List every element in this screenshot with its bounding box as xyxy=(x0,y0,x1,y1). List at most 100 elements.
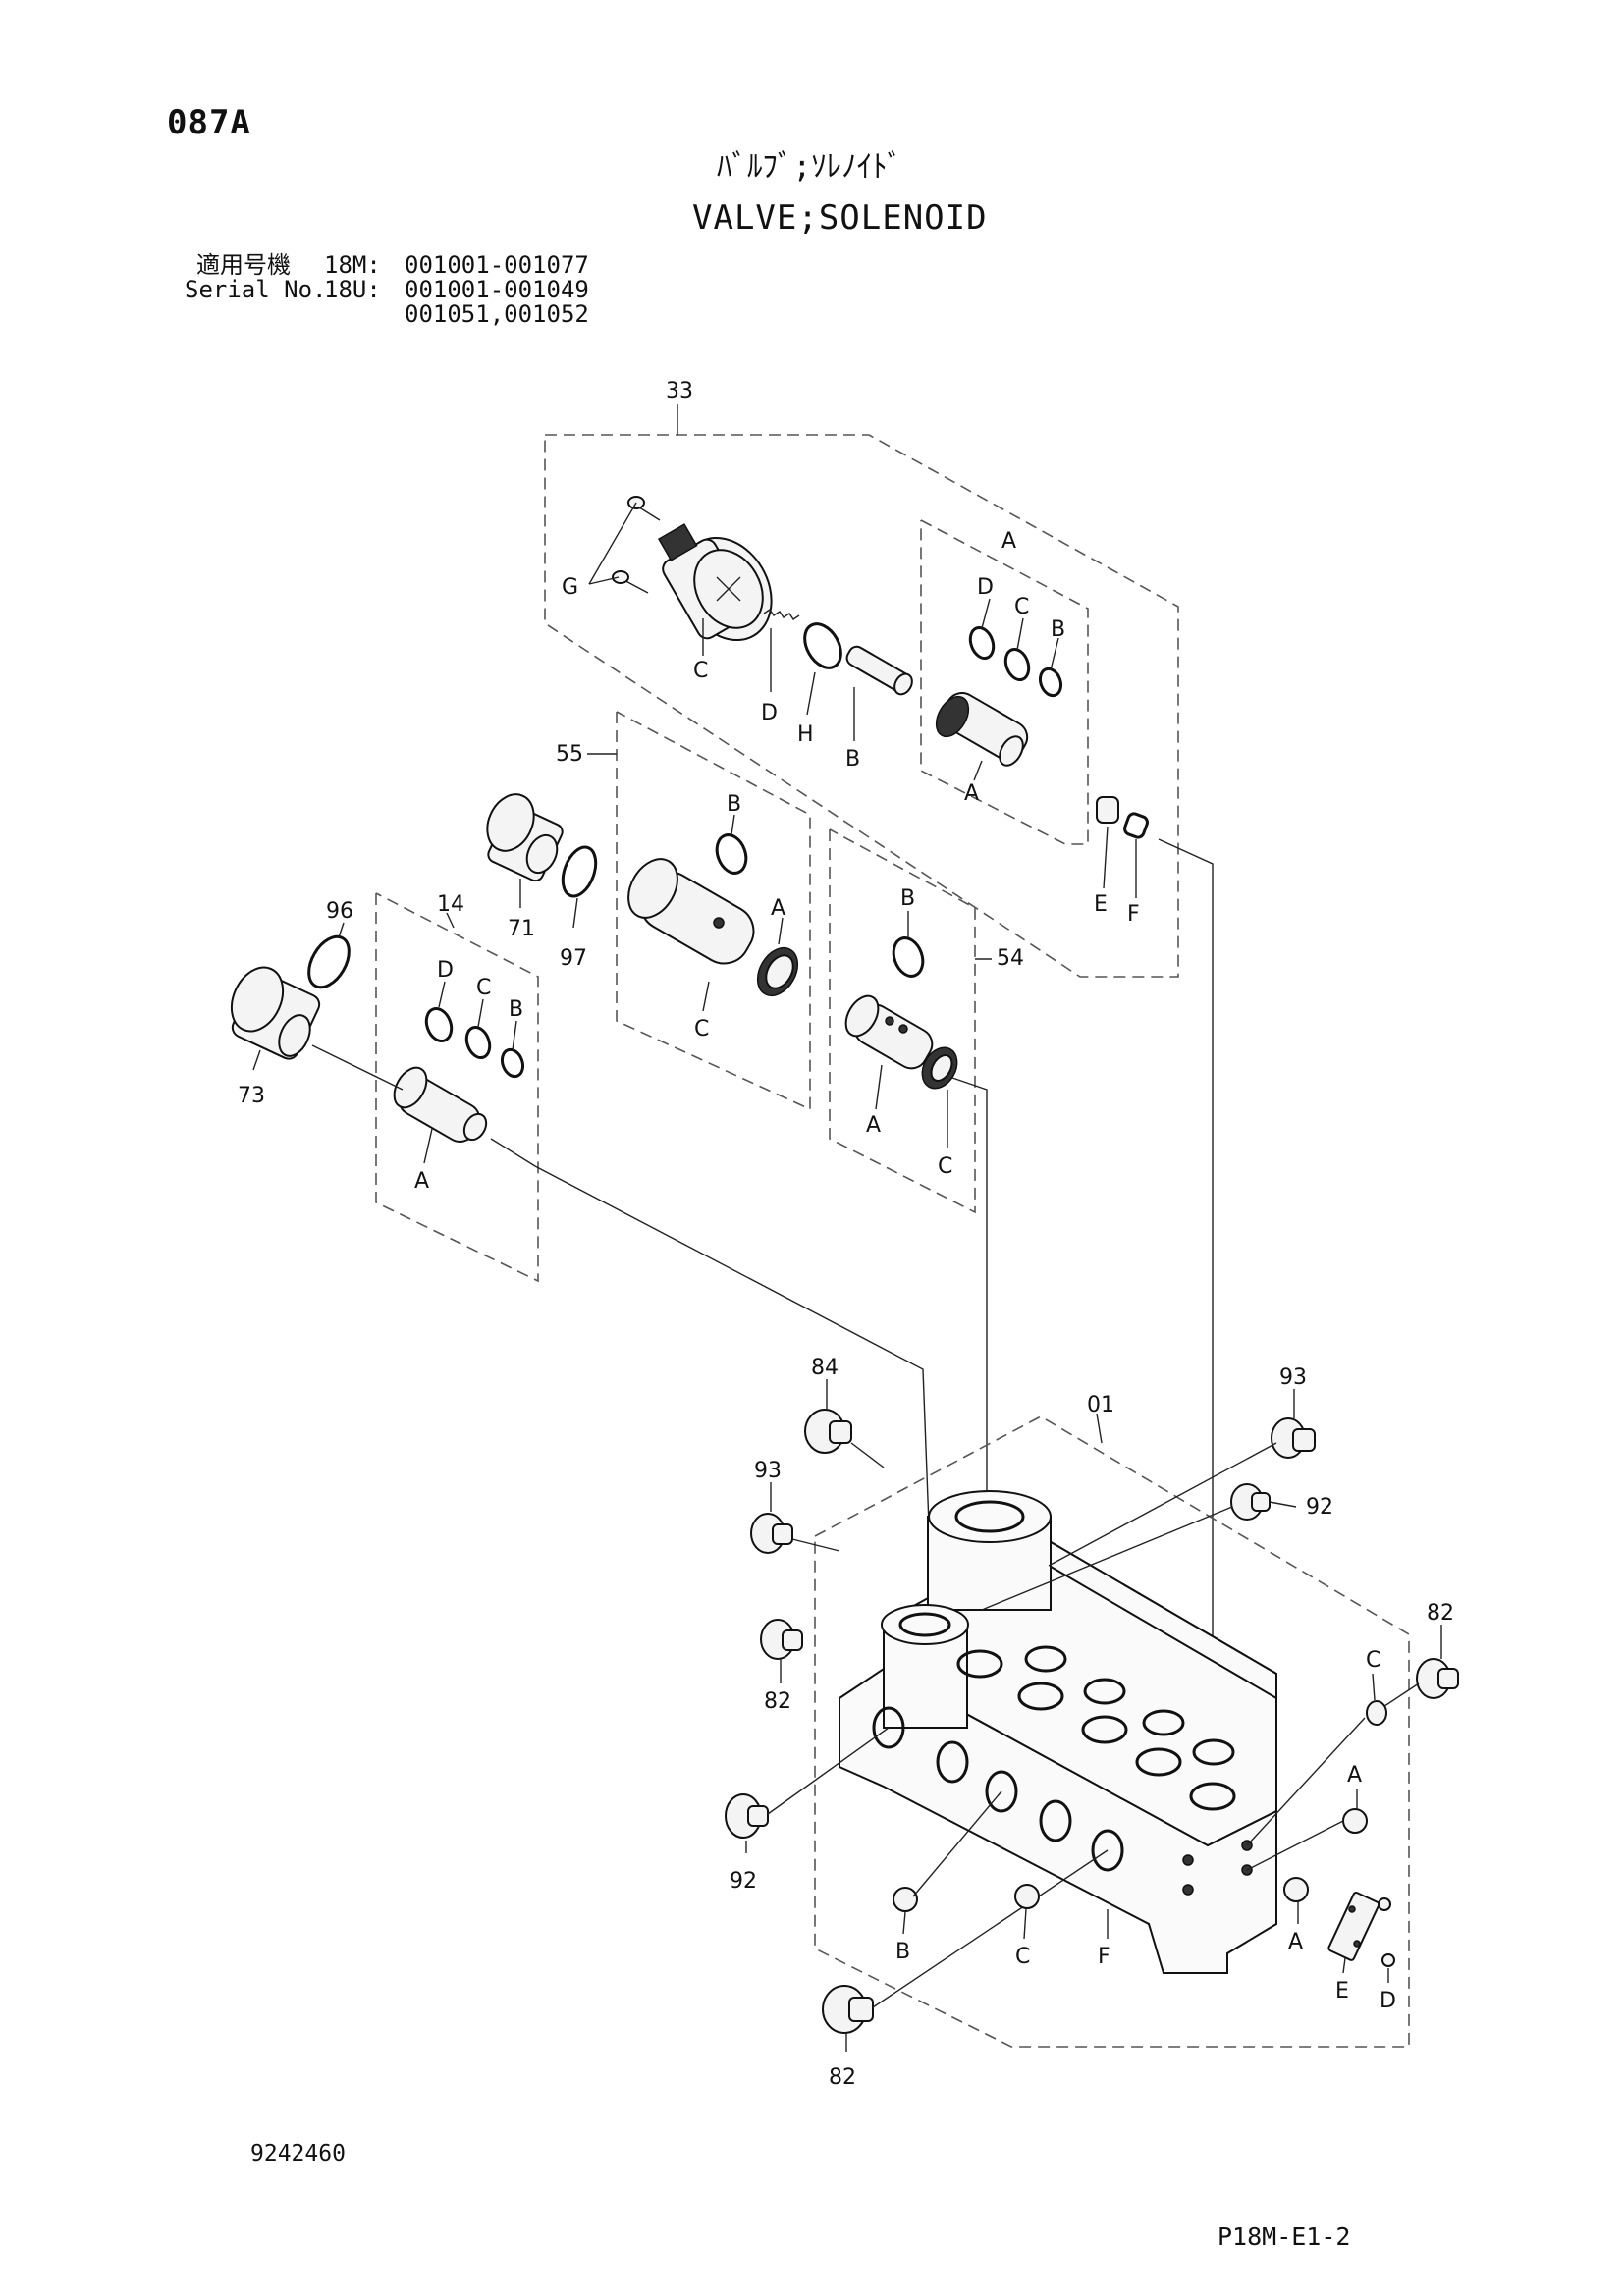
plate-e xyxy=(1327,1892,1380,1961)
oring-d-a xyxy=(968,626,996,660)
callout-c-a: C xyxy=(1014,595,1029,619)
callout-a-a: A xyxy=(964,781,979,806)
callout-93-right: 93 xyxy=(1279,1365,1307,1390)
callout-c-body: C xyxy=(1366,1648,1380,1673)
plug-73 xyxy=(230,966,321,1060)
callout-96: 96 xyxy=(326,899,353,924)
callout-c-solenoid: C xyxy=(693,659,708,683)
group-33-outline xyxy=(544,434,1179,978)
callout-c-14: C xyxy=(476,976,491,1000)
callout-d-spring: D xyxy=(761,701,778,725)
plug-b-body xyxy=(893,1887,918,1912)
plug-92-right xyxy=(1230,1483,1271,1521)
ring-c-54 xyxy=(921,1046,958,1090)
callout-54: 54 xyxy=(997,946,1024,971)
plug-82-bottom xyxy=(822,1985,874,2034)
callout-84: 84 xyxy=(811,1356,839,1380)
callout-92-left: 92 xyxy=(730,1869,757,1894)
serial-label-japanese: 適用号機 xyxy=(196,251,291,279)
callout-b-55: B xyxy=(727,792,741,817)
oring-d-14 xyxy=(424,1007,454,1042)
plug-93-left xyxy=(750,1513,793,1554)
sleeve-a xyxy=(935,692,1029,767)
callout-d-body: D xyxy=(1380,1989,1396,2013)
sleeve-a-54 xyxy=(844,994,934,1070)
serial-range-18u-extra: 001051,001052 xyxy=(405,300,589,328)
serial-model-18u: 18U: xyxy=(324,276,381,303)
callout-82-right: 82 xyxy=(1427,1601,1454,1626)
serial-label-english: Serial No. xyxy=(185,276,327,303)
callout-82-bottom: 82 xyxy=(829,2065,856,2090)
title-english: VALVE;SOLENOID xyxy=(692,198,988,238)
oring-c-a xyxy=(1003,648,1031,681)
group-55-outline xyxy=(616,711,811,1111)
callout-g: G xyxy=(562,575,578,600)
callout-f-top: F xyxy=(1127,902,1140,927)
bolts-g xyxy=(612,496,661,594)
callout-b-54: B xyxy=(900,886,915,911)
callout-d-a: D xyxy=(977,575,994,600)
callout-01: 01 xyxy=(1087,1393,1114,1417)
callout-73: 73 xyxy=(238,1084,265,1108)
oring-96 xyxy=(307,934,351,989)
group-a-outline xyxy=(920,519,1089,845)
callout-14: 14 xyxy=(437,892,464,917)
sleeve-a-14 xyxy=(393,1066,488,1143)
group-54-outline xyxy=(829,828,976,1214)
page-reference: P18M-E1-2 xyxy=(1218,2222,1351,2251)
group-14-outline xyxy=(375,892,539,1283)
callout-97: 97 xyxy=(560,946,587,971)
callout-71: 71 xyxy=(508,917,535,941)
oring-b-54 xyxy=(892,936,925,978)
plug-82-left xyxy=(760,1619,803,1660)
callout-a-54: A xyxy=(866,1113,881,1138)
callout-55: 55 xyxy=(556,742,583,767)
callout-h: H xyxy=(797,722,814,747)
callout-c-body-lower: C xyxy=(1015,1945,1030,1969)
solenoid-coil xyxy=(657,523,773,642)
callout-a-body-upper: A xyxy=(1347,1763,1362,1788)
oring-b-55 xyxy=(715,833,748,875)
callout-82-left: 82 xyxy=(764,1689,791,1714)
oring-97 xyxy=(561,845,598,898)
plug-e xyxy=(1096,796,1119,824)
callout-33: 33 xyxy=(666,379,693,403)
plug-c-right xyxy=(1366,1700,1387,1726)
serial-model-18m: 18M: xyxy=(324,251,381,279)
screw-d-lower xyxy=(1381,1953,1395,1967)
callout-a-box: A xyxy=(1001,529,1016,554)
page-code: 087A xyxy=(167,103,251,142)
callout-a-55: A xyxy=(771,896,785,921)
plug-84 xyxy=(804,1409,852,1454)
callout-92-right: 92 xyxy=(1306,1495,1333,1520)
filter-a-55 xyxy=(756,947,799,996)
leader-33-to-body xyxy=(1158,838,1214,1747)
oring-h xyxy=(803,622,842,669)
plug-82-right xyxy=(1416,1658,1459,1699)
oring-b-a xyxy=(1038,667,1063,698)
callout-c-54: C xyxy=(938,1154,952,1179)
valve-body xyxy=(839,1490,1277,1974)
screw-d-upper xyxy=(1378,1897,1391,1911)
callout-c-55: C xyxy=(694,1017,709,1041)
callout-f-body: F xyxy=(1098,1945,1110,1969)
oring-c-14 xyxy=(464,1026,492,1059)
callout-a-14: A xyxy=(414,1169,429,1194)
serial-range-18m: 001001-001077 xyxy=(405,251,589,279)
callout-a-body-lower: A xyxy=(1288,1930,1303,1954)
leader-54-to-body xyxy=(951,1077,988,1526)
screw-a-lower xyxy=(1283,1877,1309,1902)
callout-b-14: B xyxy=(509,997,523,1022)
callout-b-spool: B xyxy=(845,747,860,772)
callout-93-left: 93 xyxy=(754,1459,782,1483)
title-japanese: ﾊﾞﾙﾌﾞ;ｿﾚﾉｲﾄﾞ xyxy=(717,149,903,185)
plug-92-left xyxy=(725,1793,769,1839)
sleeve-c-55 xyxy=(627,858,755,965)
plug-71 xyxy=(486,793,564,882)
drawing-number: 9242460 xyxy=(250,2141,346,2166)
spool-b xyxy=(845,645,913,696)
oring-b-14 xyxy=(500,1047,525,1079)
callout-e-body: E xyxy=(1335,1979,1349,2003)
screw-a-upper xyxy=(1342,1808,1368,1834)
